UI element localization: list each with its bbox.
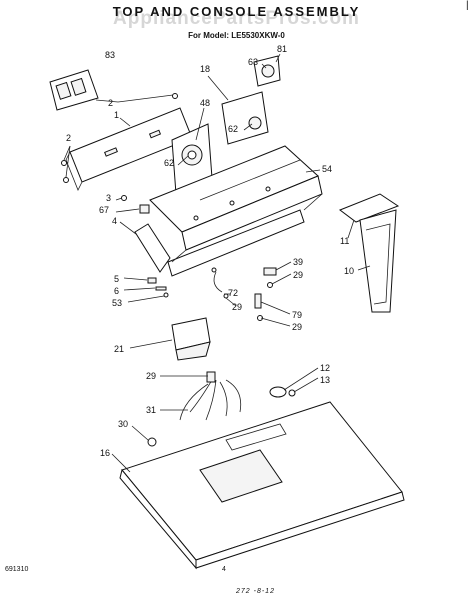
part-top-panel[interactable] — [119, 401, 405, 570]
document-code: 691310 — [5, 566, 29, 573]
callout-39: 39 — [293, 257, 303, 267]
handwritten-note: 272 -8-12 — [236, 588, 275, 595]
part-screws[interactable] — [61, 93, 178, 183]
part-timer[interactable] — [171, 317, 211, 361]
callout-29: 29 — [232, 302, 242, 312]
callout-62: 62 — [164, 158, 174, 168]
callout-54: 54 — [322, 164, 332, 174]
callout-67: 67 — [99, 205, 109, 215]
page-number: 4 — [222, 566, 226, 573]
part-top-screw[interactable] — [147, 437, 157, 447]
callout-81: 81 — [277, 44, 287, 54]
callout-62: 62 — [228, 124, 238, 134]
callout-31: 31 — [146, 405, 156, 415]
part-switch-plate[interactable] — [221, 91, 269, 145]
part-wire-harness[interactable] — [179, 371, 242, 421]
part-end-cap[interactable] — [134, 223, 171, 273]
callout-29: 29 — [293, 270, 303, 280]
callout-6: 6 — [114, 286, 119, 296]
watermark: AppliancePartsPros.com — [113, 8, 360, 29]
part-screw-and-clip[interactable] — [121, 195, 150, 214]
part-control-panel[interactable] — [65, 107, 193, 191]
part-timer-knob-plate[interactable] — [171, 123, 213, 195]
page-title: TOP AND CONSOLE ASSEMBLY — [112, 4, 361, 19]
callout-13: 13 — [320, 375, 330, 385]
part-console-end-panel[interactable] — [49, 69, 99, 111]
leader-lines — [63, 53, 371, 473]
part-lint-screen[interactable] — [338, 193, 400, 313]
corner-mark: | — [466, 0, 469, 11]
part-knob[interactable] — [253, 55, 281, 87]
callout-4: 4 — [112, 216, 117, 226]
callout-29: 29 — [292, 322, 302, 332]
part-wire-connector[interactable] — [211, 267, 229, 299]
callout-21: 21 — [114, 344, 124, 354]
part-top-bracket[interactable] — [269, 386, 296, 398]
callout-12: 12 — [320, 363, 330, 373]
callout-11: 11 — [340, 236, 349, 246]
callout-10: 10 — [344, 266, 354, 276]
callout-5: 5 — [114, 274, 119, 284]
callout-3: 3 — [106, 193, 111, 203]
callout-53: 53 — [112, 298, 122, 308]
callout-83: 83 — [105, 50, 115, 60]
callout-48: 48 — [200, 98, 210, 108]
callout-16: 16 — [100, 448, 110, 458]
callout-2: 2 — [66, 133, 71, 143]
callout-29: 29 — [146, 371, 156, 381]
callout-63: 63 — [248, 57, 258, 67]
part-small-hardware[interactable] — [147, 277, 169, 298]
callout-2: 2 — [108, 98, 113, 108]
callout-30: 30 — [118, 419, 128, 429]
callout-18: 18 — [200, 64, 210, 74]
part-console-top[interactable] — [149, 145, 323, 277]
callout-72: 72 — [228, 288, 238, 298]
callout-1: 1 — [114, 110, 119, 120]
part-lamp-switch-hardware[interactable] — [254, 267, 277, 321]
model-line: For Model: LE5530XKW-0 — [188, 31, 285, 40]
callout-79: 79 — [292, 310, 302, 320]
callout-labels: 83 2 1 2 3 67 4 5 6 53 18 48 62 62 63 81… — [66, 44, 354, 458]
